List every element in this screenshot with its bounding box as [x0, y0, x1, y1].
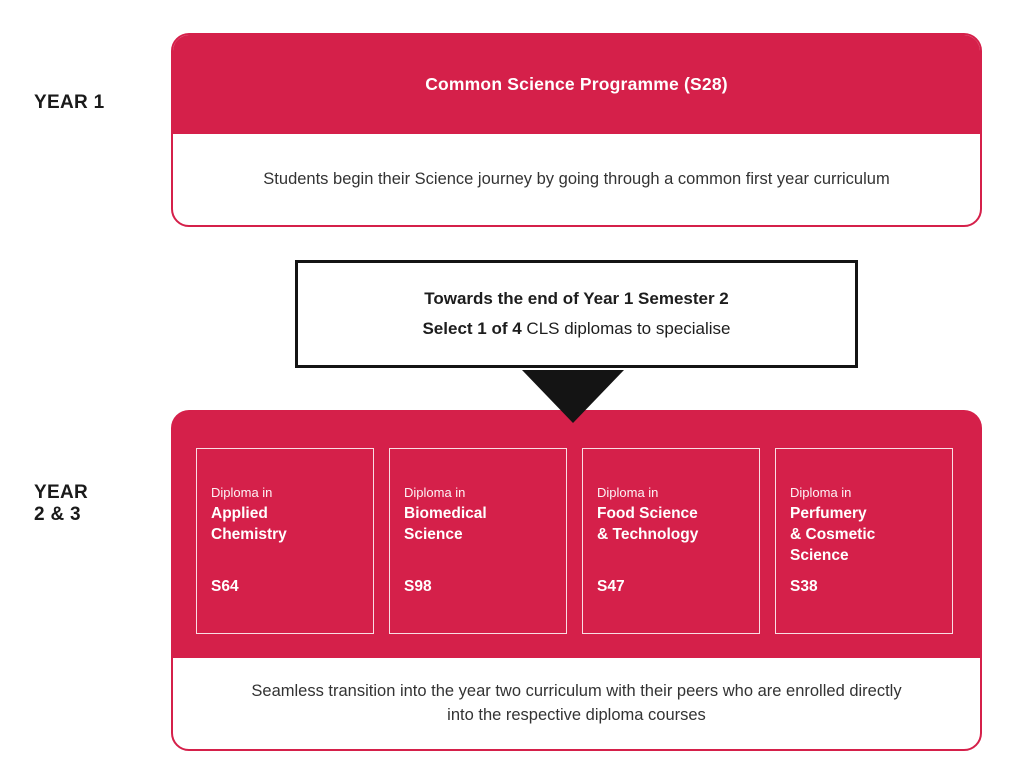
year-1-description-text: Students begin their Science journey by …	[263, 169, 890, 188]
diploma-name: Food Science & Technology	[597, 505, 699, 543]
common-science-programme-header: Common Science Programme (S28)	[173, 35, 980, 134]
year-2-3-diplomas-box: Diploma in Applied Chemistry S64 Diploma…	[171, 410, 982, 656]
diploma-prefix: Diploma in	[211, 485, 273, 500]
diploma-name: Biomedical Science	[404, 505, 487, 543]
diploma-code: S64	[211, 578, 239, 595]
year-2-3-transition-box: Seamless transition into the year two cu…	[171, 656, 982, 751]
selection-callout-line-1: Towards the end of Year 1 Semester 2	[424, 284, 729, 314]
year-2-3-label: YEAR 2 & 3	[34, 482, 88, 526]
selection-callout-line-2: Select 1 of 4 CLS diplomas to specialise	[422, 314, 730, 344]
diploma-card-biomedical-science: Diploma in Biomedical Science S98	[389, 448, 567, 634]
year-1-description: Students begin their Science journey by …	[173, 134, 980, 225]
year-1-label: YEAR 1	[34, 92, 105, 113]
diploma-prefix: Diploma in	[404, 485, 466, 500]
year-1-programme-box: Common Science Programme (S28) Students …	[171, 33, 982, 227]
diploma-card-food-science-technology: Diploma in Food Science & Technology S47	[582, 448, 760, 634]
year-2-3-label-line-1: YEAR	[34, 482, 88, 503]
diploma-code: S47	[597, 578, 625, 595]
diploma-name: Perfumery & Cosmetic Science	[790, 505, 876, 564]
diploma-code: S98	[404, 578, 432, 595]
diploma-prefix: Diploma in	[790, 485, 852, 500]
diploma-card-perfumery-cosmetic-science: Diploma in Perfumery & Cosmetic Science …	[775, 448, 953, 634]
selection-callout-line-2-rest: CLS diplomas to specialise	[521, 319, 731, 338]
year-2-3-label-line-2: 2 & 3	[34, 504, 81, 525]
transition-description-text: Seamless transition into the year two cu…	[251, 681, 902, 724]
diploma-selection-callout: Towards the end of Year 1 Semester 2 Sel…	[295, 260, 858, 368]
selection-callout-line-1-text: Towards the end of Year 1 Semester 2	[424, 289, 729, 308]
diploma-card-applied-chemistry: Diploma in Applied Chemistry S64	[196, 448, 374, 634]
selection-callout-line-2-bold: Select 1 of 4	[422, 319, 522, 338]
diploma-prefix: Diploma in	[597, 485, 659, 500]
diploma-name: Applied Chemistry	[211, 505, 287, 543]
down-arrow-icon	[522, 370, 624, 423]
diploma-code: S38	[790, 578, 818, 595]
